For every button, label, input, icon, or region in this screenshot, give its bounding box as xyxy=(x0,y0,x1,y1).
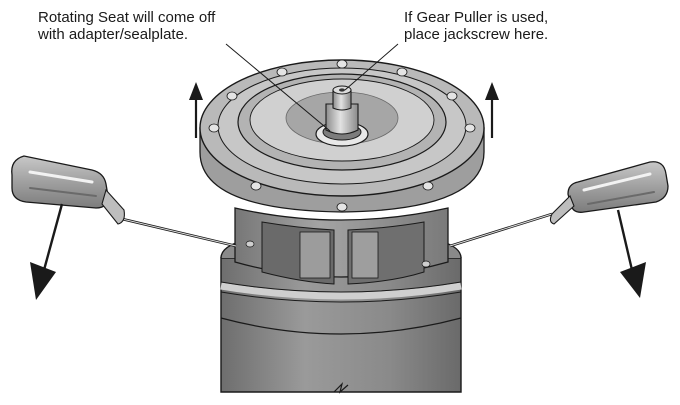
shaft-assembly xyxy=(315,85,369,147)
arrow-down-icon xyxy=(616,209,646,298)
leader-gear-puller xyxy=(344,43,399,91)
callout-gear-puller-line1: If Gear Puller is used, xyxy=(404,9,549,26)
screwdriver-icon xyxy=(11,155,237,248)
arrow-up-icon xyxy=(189,82,203,138)
screwdriver-icon xyxy=(449,161,669,248)
callout-rotating-seat: Rotating Seat will come off with adapter… xyxy=(38,9,215,43)
leader-rotating-seat xyxy=(225,43,331,132)
jackscrew-point xyxy=(339,88,345,92)
adapter-collar xyxy=(234,207,449,285)
arrow-up-icon xyxy=(485,82,499,138)
callout-rotating-seat-line1: Rotating Seat will come off xyxy=(38,9,216,26)
callout-gear-puller-line2: place jackscrew here. xyxy=(404,26,549,43)
callout-rotating-seat-line2: with adapter/sealplate. xyxy=(38,26,189,43)
bolt-holes xyxy=(208,59,476,212)
callout-gear-puller: If Gear Puller is used, place jackscrew … xyxy=(404,9,548,43)
break-mark xyxy=(333,382,349,394)
arrow-down-icon xyxy=(30,203,64,300)
